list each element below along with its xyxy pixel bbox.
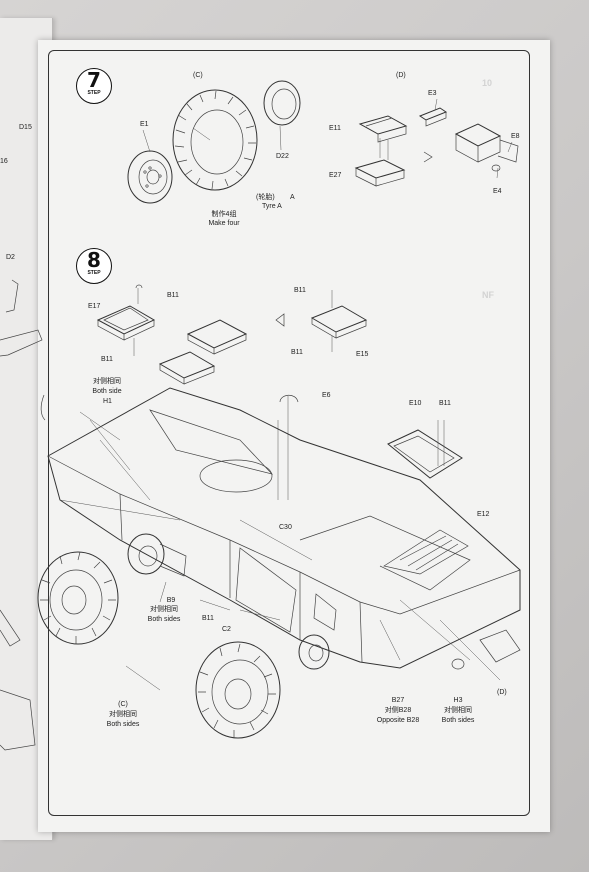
- step7-callout-d: (D): [396, 72, 406, 79]
- step7-hatch-assembly: [354, 98, 519, 187]
- ghost-mark-nf: NF: [482, 290, 494, 300]
- step8-h3-cn: 对侧相同: [444, 707, 472, 714]
- step7-make-four-cn: 制作4组: [211, 211, 237, 218]
- step8-part-b11-a: B11: [167, 292, 179, 299]
- step7-callout-c: (C): [193, 72, 203, 79]
- step8-badge: 8 STEP: [76, 248, 112, 284]
- step7-part-e8: E8: [511, 133, 520, 140]
- step7-step-word: STEP: [87, 90, 101, 96]
- step8-b27-cn: 对侧B28: [384, 707, 412, 714]
- step8-b9-cn: 对侧相同: [150, 606, 178, 613]
- step8-vehicle-hull: [47, 387, 521, 681]
- step8-part-c2: C2: [222, 626, 231, 633]
- step8-part-e15: E15: [356, 351, 369, 358]
- left-page-label-d15: D15: [19, 124, 32, 131]
- step8-both-side-en: Both side: [92, 388, 122, 395]
- step8-number: 8: [87, 248, 101, 272]
- step8-part-b11-b: B11: [101, 356, 113, 363]
- step8-part-e10: E10: [409, 400, 422, 407]
- step8-part-b11-e: B11: [439, 400, 451, 407]
- left-page-label-d2: D2: [6, 254, 15, 261]
- step8-c-marker: (C): [118, 701, 128, 708]
- step7-tyre-label-en: Tyre A: [262, 203, 282, 210]
- step8-wheels: [37, 533, 465, 739]
- step7-part-e1: E1: [140, 121, 149, 128]
- step7-make-four-en: Make four: [208, 220, 240, 227]
- step7-part-e27: E27: [329, 172, 342, 179]
- step7-part-e3: E3: [428, 90, 437, 97]
- step7-tyre: [172, 89, 258, 191]
- step7-number: 7: [87, 68, 101, 92]
- step7-badge: 7 STEP: [76, 68, 112, 104]
- step7-part-e11: E11: [329, 125, 341, 132]
- step8-hatches: [96, 284, 463, 500]
- instruction-page: [38, 40, 550, 832]
- left-page-drawing: [0, 279, 46, 751]
- step8-c-en: Both sides: [106, 721, 140, 728]
- step8-part-h3: H3: [453, 697, 463, 704]
- step8-both-side-cn: 对侧相同: [93, 378, 121, 385]
- step8-h3-en: Both sides: [441, 717, 475, 724]
- step8-part-b11-d: B11: [291, 349, 303, 356]
- step8-b27-en: Opposite B28: [376, 717, 420, 724]
- step8-part-e17: E17: [88, 303, 101, 310]
- left-page-label-16: 16: [0, 158, 8, 165]
- step7-tyre-label-cn: (轮胎): [256, 194, 275, 201]
- step8-part-h1: H1: [103, 398, 112, 405]
- step8-part-e12: E12: [477, 511, 490, 518]
- page-border: [48, 50, 530, 816]
- step7-part-d22: D22: [276, 153, 289, 160]
- step7-tyre-marker-a: A: [290, 194, 295, 201]
- step8-part-e6: E6: [322, 392, 331, 399]
- step8-part-b11-c: B11: [294, 287, 306, 294]
- step7-hub-d22: [263, 80, 301, 151]
- step8-part-c30: C30: [279, 524, 292, 531]
- step8-part-b11-f: B11: [202, 615, 214, 622]
- step8-c-cn: 对侧相同: [109, 711, 137, 718]
- step7-part-e4: E4: [493, 188, 502, 195]
- ghost-mark-10: 10: [482, 78, 493, 88]
- step8-part-b9: B9: [166, 597, 176, 604]
- step7-wheel-e1: [127, 129, 173, 204]
- step8-b9-en: Both sides: [147, 616, 181, 623]
- step8-part-b27: B27: [391, 697, 405, 704]
- step8-d-marker: (D): [497, 689, 507, 696]
- step8-step-word: STEP: [87, 270, 101, 276]
